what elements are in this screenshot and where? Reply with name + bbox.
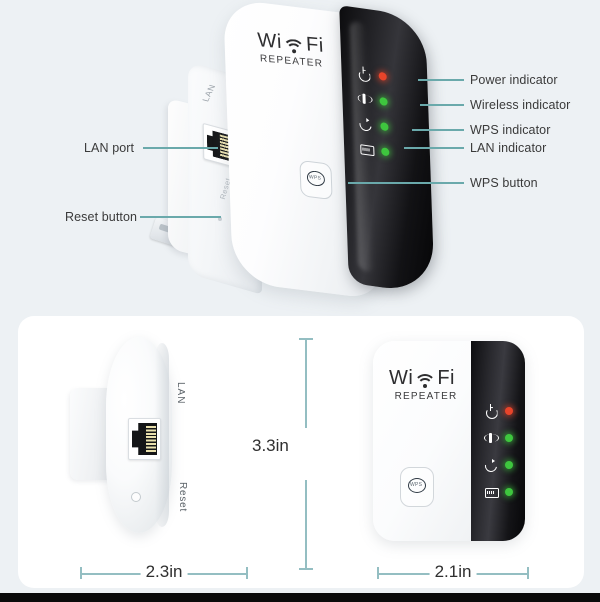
side-view-lan-port bbox=[128, 418, 161, 460]
wifi-signal-icon bbox=[282, 37, 307, 63]
label-lan-port: LAN port bbox=[84, 141, 135, 155]
front-view-black-face bbox=[471, 341, 525, 541]
dimension-side-width: 2.3in bbox=[80, 562, 248, 582]
wifi-word-fi: Fi bbox=[305, 33, 325, 57]
hero-brand-logo: Wi Fi REPEATER bbox=[257, 29, 325, 70]
dimension-height-line bbox=[299, 338, 313, 570]
bottom-black-bar bbox=[0, 593, 600, 602]
side-view-reset-label: Reset bbox=[177, 482, 188, 513]
hero-led-cluster bbox=[356, 60, 390, 165]
leader-line-lan bbox=[404, 147, 464, 149]
repeater-wordmark: REPEATER bbox=[394, 391, 458, 402]
front-led-power bbox=[484, 397, 513, 424]
front-led-lan bbox=[484, 478, 513, 505]
wireless-led bbox=[505, 433, 513, 442]
rj45-pins bbox=[146, 426, 156, 452]
leader-line-lan-port bbox=[143, 147, 218, 149]
dimension-side-width-label: 2.3in bbox=[140, 562, 188, 582]
side-view-edge-shading bbox=[155, 343, 169, 527]
side-view-reset-pinhole bbox=[131, 492, 141, 502]
wps-button-icon: WPS bbox=[406, 476, 428, 496]
label-lan-indicator: LAN indicator bbox=[470, 141, 547, 155]
wps-led bbox=[380, 121, 389, 131]
wps-refresh-icon bbox=[484, 458, 497, 471]
wireless-led bbox=[379, 96, 388, 106]
lan-led bbox=[381, 146, 390, 156]
side-view-lan-label: LAN bbox=[175, 382, 186, 405]
leader-line-reset-button bbox=[140, 216, 221, 218]
wifi-word-fi: Fi bbox=[437, 367, 455, 389]
power-led bbox=[505, 406, 513, 415]
power-led bbox=[378, 71, 387, 81]
hero-product-view: LAN Reset Wi Fi REPEATER bbox=[0, 0, 600, 300]
leader-line-wps-button bbox=[348, 182, 464, 184]
label-wps-indicator: WPS indicator bbox=[470, 123, 551, 137]
dimension-height-cap-top bbox=[299, 338, 313, 340]
dimension-front-width: 2.1in bbox=[377, 562, 529, 582]
wireless-antenna-icon bbox=[484, 431, 497, 444]
leader-line-power bbox=[418, 79, 464, 81]
label-reset-button: Reset button bbox=[65, 210, 138, 224]
label-wps-button: WPS button bbox=[470, 176, 538, 190]
power-icon bbox=[356, 66, 369, 81]
label-wireless-indicator: Wireless indicator bbox=[470, 98, 571, 112]
leader-line-wps-indicator bbox=[412, 129, 464, 131]
wireless-antenna-icon bbox=[357, 91, 370, 106]
hero-led-lan bbox=[359, 135, 390, 164]
hero-wps-button[interactable]: WPS bbox=[299, 159, 333, 201]
front-led-wireless bbox=[484, 424, 513, 451]
wps-button-text: WPS bbox=[410, 482, 423, 488]
front-view-led-cluster bbox=[484, 397, 513, 505]
label-power-indicator: Power indicator bbox=[470, 73, 558, 87]
dimension-height-cap-bottom bbox=[299, 568, 313, 570]
power-icon bbox=[484, 404, 497, 417]
dimension-front-width-label: 2.1in bbox=[429, 562, 477, 582]
wifi-word-wi: Wi bbox=[389, 367, 414, 389]
front-led-wps bbox=[484, 451, 513, 478]
wps-refresh-icon bbox=[358, 116, 371, 131]
wifi-wordmark: Wi Fi bbox=[389, 367, 463, 390]
side-view-plug-block bbox=[70, 388, 112, 480]
wifi-signal-icon bbox=[414, 373, 437, 390]
hero-reset-pinhole bbox=[218, 217, 222, 221]
front-view-device: Wi Fi REPEATER bbox=[373, 341, 525, 541]
front-view-brand-logo: Wi Fi REPEATER bbox=[389, 367, 463, 402]
lan-port-icon bbox=[359, 141, 372, 156]
leader-line-wireless bbox=[420, 104, 464, 106]
dimension-height-label: 3.3in bbox=[252, 436, 289, 455]
lan-port-icon bbox=[484, 485, 499, 498]
wps-led bbox=[505, 460, 513, 469]
wps-button-icon: WPS bbox=[305, 168, 328, 191]
lan-led bbox=[505, 487, 513, 496]
wifi-word-wi: Wi bbox=[256, 29, 283, 54]
front-view-wps-button[interactable]: WPS bbox=[400, 467, 434, 507]
